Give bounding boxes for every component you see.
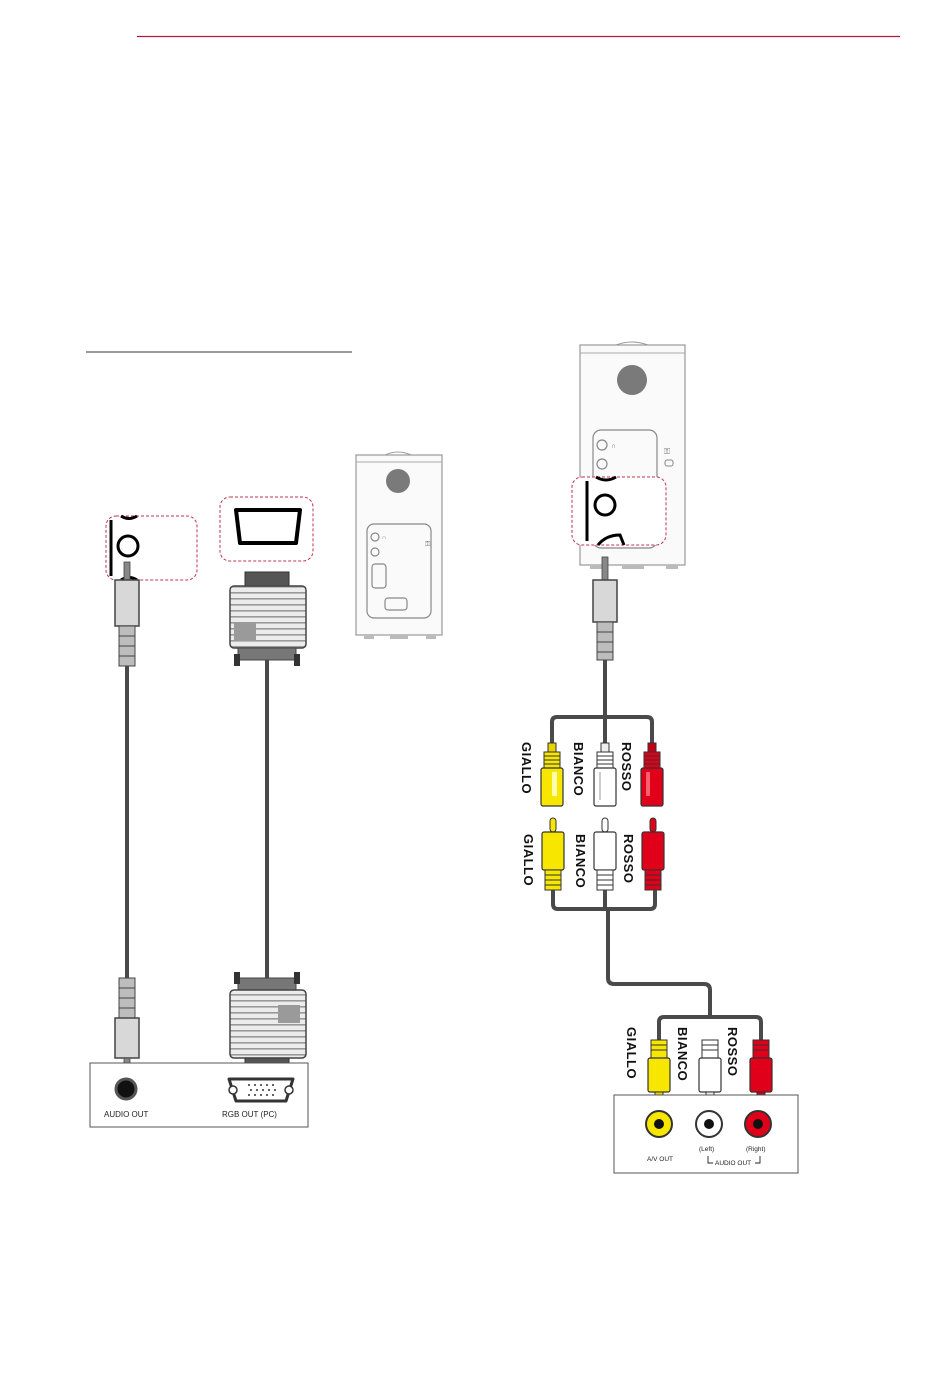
- av-cable-split-bottom: [553, 890, 655, 909]
- rca-yellow-panel: [648, 1040, 670, 1104]
- av-cable-run: [608, 909, 710, 1018]
- lock-icon: ⚿: [664, 447, 670, 456]
- rca-red-mid: [642, 818, 664, 890]
- callout-audio-jack: [106, 516, 197, 580]
- av-jack-plug: [593, 557, 617, 660]
- callout-av-jack: [572, 477, 666, 545]
- av-panel: A/V OUT (Left) (Right) AUDIO OUT: [614, 1095, 798, 1173]
- rgb-plug-top: [230, 572, 306, 666]
- callout-rgb-port: [220, 497, 313, 561]
- rca-white-mid: [594, 818, 616, 890]
- av-out-label: A/V OUT: [647, 1156, 673, 1163]
- label-rosso-3: ROSSO: [725, 1027, 740, 1076]
- rca-yellow-top: [541, 743, 563, 806]
- label-bianco-2: BIANCO: [573, 834, 588, 888]
- label-bianco-3: BIANCO: [675, 1027, 690, 1081]
- audio-jack-icon: [116, 1079, 136, 1099]
- left-label: (Left): [699, 1146, 714, 1153]
- label-rosso-1: ROSSO: [619, 742, 634, 791]
- label-rosso-2: ROSSO: [621, 834, 636, 883]
- projector-small: ∩ ⚿: [356, 452, 442, 639]
- av-cable-split-top: [552, 717, 652, 745]
- rgb-out-port: [229, 1079, 293, 1101]
- label-giallo-3: GIALLO: [624, 1027, 639, 1079]
- lock-icon: ⚿: [425, 541, 431, 548]
- rca-red-top: [641, 743, 663, 806]
- rgb-out-label: RGB OUT (PC): [222, 1110, 277, 1119]
- audio-out-label-av: AUDIO OUT: [715, 1160, 751, 1167]
- right-label: (Right): [746, 1146, 766, 1153]
- rgb-plug-bottom: [230, 972, 306, 1072]
- label-giallo-2: GIALLO: [521, 834, 536, 886]
- audio-plug-bottom: [115, 978, 139, 1072]
- lens: [386, 469, 410, 493]
- av-cable-split-panel: [659, 1017, 761, 1042]
- headphone-icon: ∩: [611, 443, 616, 450]
- port-panel: [367, 524, 431, 618]
- rca-white-top: [594, 743, 616, 806]
- audio-out-label: AUDIO OUT: [104, 1110, 149, 1119]
- headphone-icon: ∩: [382, 535, 386, 541]
- pc-panel: AUDIO OUT RGB OUT (PC): [90, 1063, 308, 1127]
- rca-white-panel: [699, 1040, 721, 1104]
- label-bianco-1: BIANCO: [571, 742, 586, 796]
- lens: [617, 365, 647, 395]
- rca-yellow-mid: [542, 818, 564, 890]
- label-giallo-1: GIALLO: [519, 742, 534, 794]
- rca-red-panel: [750, 1040, 772, 1104]
